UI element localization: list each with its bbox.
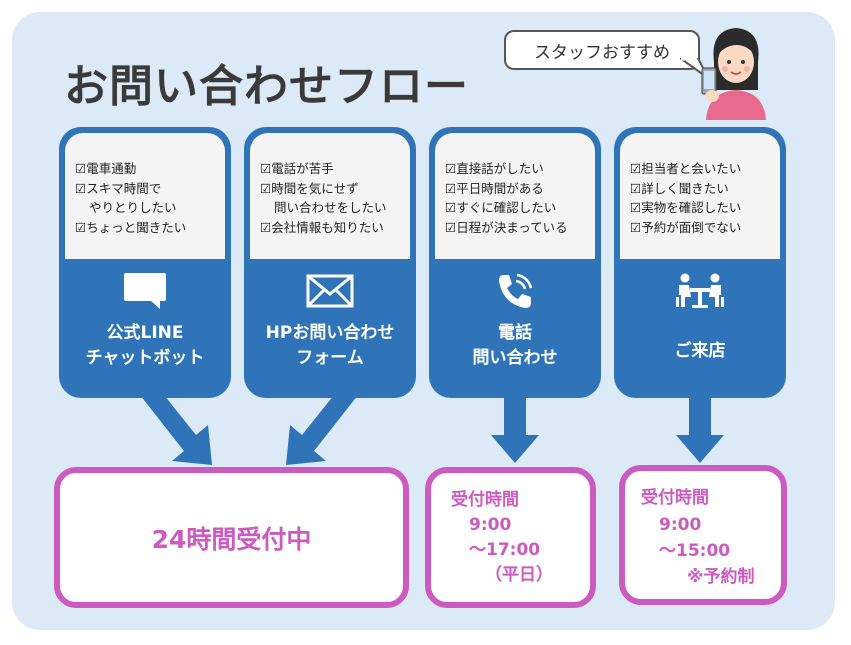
check-item: ☑平日時間がある bbox=[445, 180, 544, 196]
hours-note: （平日） bbox=[485, 565, 553, 585]
store-hours-box: 受付時間 9:00 ～15:00 ※予約制 bbox=[619, 465, 787, 605]
card-label-line2: チャットボット bbox=[85, 348, 205, 368]
online-hours-text: 24時間受付中 bbox=[151, 524, 312, 554]
hours-heading: 受付時間 bbox=[451, 490, 519, 510]
check-item: ☑予約が面倒でない bbox=[630, 219, 742, 235]
card-checklist: ☑電車通勤 ☑スキマ時間で やりとりしたい ☑ちょっと聞きたい bbox=[65, 133, 225, 259]
check-item: ☑詳しく聞きたい bbox=[630, 180, 729, 196]
card-checklist: ☑電話が苦手 ☑時間を気にせず 問い合わせをしたい ☑会社情報も知りたい bbox=[250, 133, 410, 259]
check-item: ☑直接話がしたい bbox=[445, 161, 544, 176]
card-label-line1: ご来店 bbox=[674, 341, 726, 361]
check-item: やりとりしたい bbox=[89, 200, 177, 215]
card-label-line1: HPお問い合わせ bbox=[265, 323, 395, 343]
check-item: ☑会社情報も知りたい bbox=[260, 219, 384, 235]
check-item: ☑スキマ時間で bbox=[75, 180, 162, 196]
hours-end: ～17:00 bbox=[469, 540, 541, 560]
check-item: ☑ちょっと聞きたい bbox=[75, 219, 187, 235]
card-hp-form[interactable]: ☑電話が苦手 ☑時間を気にせず 問い合わせをしたい ☑会社情報も知りたい HPお… bbox=[244, 127, 416, 398]
card-checklist: ☑直接話がしたい ☑平日時間がある ☑すぐに確認したい ☑日程が決まっている bbox=[435, 133, 595, 259]
hours-note: ※予約制 bbox=[687, 567, 755, 587]
check-item: ☑電話が苦手 bbox=[260, 161, 334, 176]
online-hours-box: 24時間受付中 bbox=[54, 467, 409, 608]
card-line-chatbot[interactable]: ☑電車通勤 ☑スキマ時間で やりとりしたい ☑ちょっと聞きたい 公式LINE チ… bbox=[59, 127, 231, 398]
staff-recommend-bubble: スタッフおすすめ bbox=[504, 30, 700, 70]
phone-hours-box: 受付時間 9:00 ～17:00 （平日） bbox=[425, 467, 596, 608]
hours-end: ～15:00 bbox=[659, 541, 731, 561]
staff-woman-icon bbox=[701, 28, 766, 120]
hours-heading: 受付時間 bbox=[641, 488, 709, 508]
arrow-down-left-icon bbox=[286, 395, 358, 465]
arrow-down-right-icon bbox=[140, 395, 212, 465]
check-item: ☑日程が決まっている bbox=[445, 219, 568, 235]
page-title: お問い合わせフロー bbox=[64, 61, 469, 112]
card-checklist: ☑担当者と会いたい ☑詳しく聞きたい ☑実物を確認したい ☑予約が面倒でない bbox=[620, 133, 780, 259]
card-phone[interactable]: ☑直接話がしたい ☑平日時間がある ☑すぐに確認したい ☑日程が決まっている 電… bbox=[429, 127, 601, 398]
check-item: ☑すぐに確認したい bbox=[445, 200, 557, 215]
card-label-line2: フォーム bbox=[296, 348, 364, 368]
check-item: ☑実物を確認したい bbox=[630, 200, 742, 215]
arrow-down-icon bbox=[491, 395, 539, 463]
check-item: ☑担当者と会いたい bbox=[630, 161, 742, 176]
check-item: 問い合わせをしたい bbox=[274, 200, 387, 215]
phone-icon bbox=[499, 273, 533, 308]
hours-start: 9:00 bbox=[469, 515, 512, 535]
check-item: ☑電車通勤 bbox=[75, 161, 137, 176]
store-visit-icon bbox=[676, 273, 724, 308]
arrow-down-icon bbox=[676, 395, 724, 463]
chat-bubble-icon bbox=[124, 273, 166, 309]
hours-start: 9:00 bbox=[659, 515, 702, 535]
card-label-line1: 電話 bbox=[498, 323, 532, 343]
card-store-visit[interactable]: ☑担当者と会いたい ☑詳しく聞きたい ☑実物を確認したい ☑予約が面倒でない ご… bbox=[614, 127, 786, 398]
mail-icon bbox=[306, 274, 354, 308]
card-label-line2: 問い合わせ bbox=[472, 348, 558, 368]
check-item: ☑時間を気にせず bbox=[260, 180, 359, 196]
card-label-line1: 公式LINE bbox=[106, 323, 184, 343]
